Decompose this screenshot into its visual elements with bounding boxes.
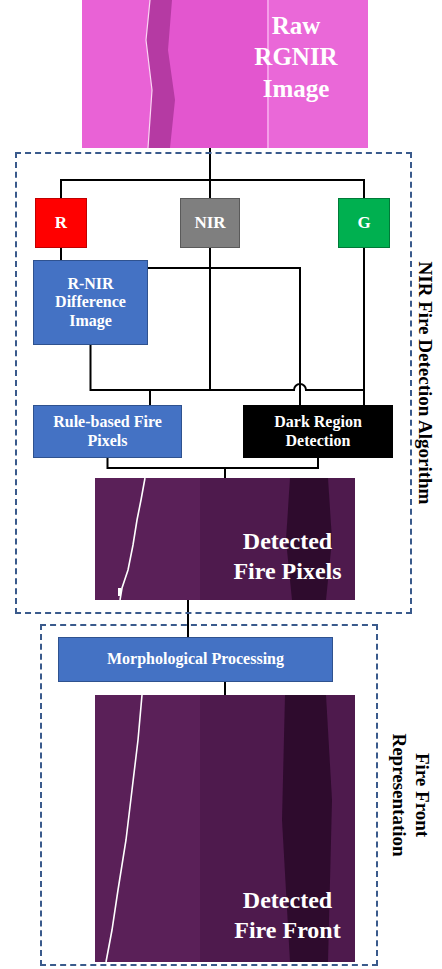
box-label: R-NIR Difference Image — [34, 275, 147, 330]
image-panel: Raw RGNIR Image — [82, 0, 368, 148]
connector-line — [363, 248, 365, 405]
connector-line — [150, 248, 210, 405]
box-label: R — [51, 213, 71, 233]
fire-front-image — [95, 695, 355, 962]
box-label: NIR — [190, 213, 229, 233]
group-heading: NIR Fire Detection Algorithm — [414, 262, 437, 505]
connector-line — [61, 148, 210, 198]
channel-box: NIR — [180, 198, 240, 248]
fire-pixels-image — [95, 478, 355, 600]
image-label: Raw RGNIR Image — [230, 10, 362, 104]
connector-line — [210, 148, 364, 198]
connector-line — [187, 600, 189, 637]
process-box: R-NIR Difference Image — [33, 260, 148, 345]
dashed-group: NIR Fire Detection AlgorithmRNIRGR-NIR D… — [15, 152, 412, 614]
image-panel: Detected Fire Front — [95, 695, 355, 962]
connector-line — [210, 248, 300, 405]
image-label: Detected Fire Front — [225, 885, 350, 945]
connector-line — [224, 682, 226, 695]
box-label: G — [353, 213, 374, 233]
box-label: Rule-based Fire Pixels — [34, 413, 181, 450]
process-box: Rule-based Fire Pixels — [33, 405, 182, 458]
dashed-group: Fire Front RepresentationMorphological P… — [40, 624, 378, 966]
connector-line — [60, 248, 62, 260]
image-label: Detected Fire Pixels — [225, 526, 350, 586]
group-heading: Fire Front Representation — [387, 720, 433, 870]
connector-line — [150, 248, 364, 405]
process-box: Morphological Processing — [58, 637, 333, 682]
raw-rgnir-image — [82, 0, 368, 148]
channel-box: R — [35, 198, 87, 248]
connector-line — [225, 458, 318, 478]
box-label: Dark Region Detection — [244, 413, 392, 450]
connector-line — [148, 248, 210, 268]
image-panel: Detected Fire Pixels — [95, 478, 355, 600]
connector-line — [108, 458, 226, 478]
box-label: Morphological Processing — [103, 650, 288, 668]
process-box: Dark Region Detection — [243, 405, 393, 458]
channel-box: G — [338, 198, 390, 248]
connector-line — [91, 345, 151, 405]
